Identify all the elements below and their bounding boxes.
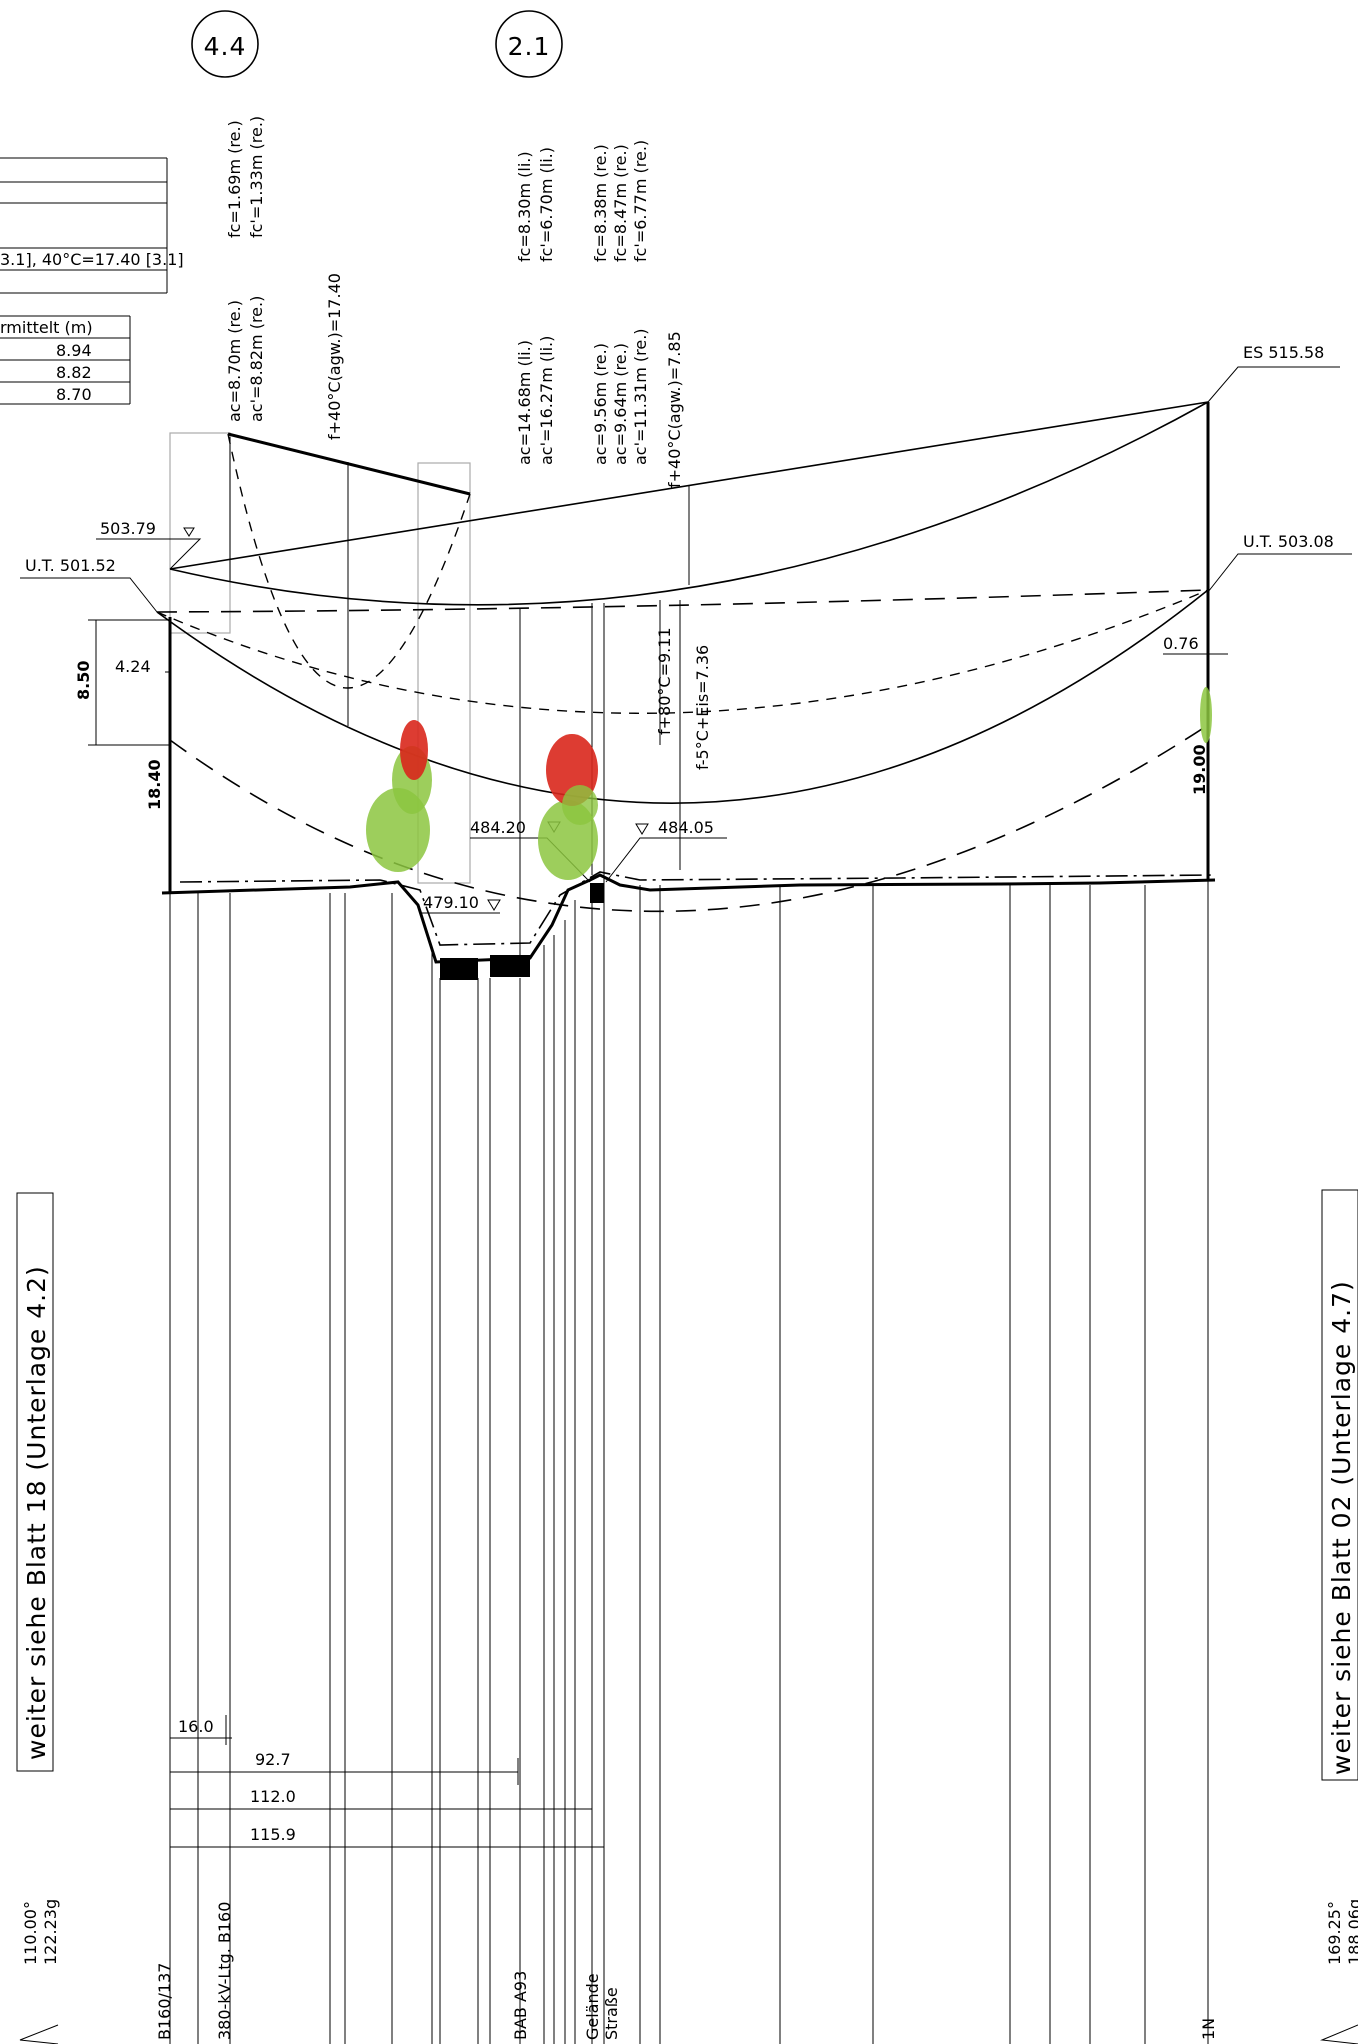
elevation-labels: ES 515.58 U.T. 503.08 503.79 U.T. 501.52… bbox=[20, 343, 1352, 914]
left-ac: ac=8.70m (re.) bbox=[225, 300, 244, 422]
table-value-2: 8.82 bbox=[56, 363, 92, 382]
clearance-box-right bbox=[417, 462, 471, 884]
marker-4-4: 4.4 bbox=[191, 10, 259, 78]
left-height-1: 8.50 bbox=[74, 661, 93, 700]
table-temp-row: 3.1], 40°C=17.40 [3.1] bbox=[0, 250, 184, 269]
side-note-right: weiter siehe Blatt 02 (Unterlage 4.7) bbox=[1321, 1189, 1358, 1781]
bottom-label-gelaende: Gelände bbox=[583, 1973, 602, 2040]
bottom-labels: B160/137 380-kV-Ltg. B160 BAB A93 Geländ… bbox=[155, 1902, 1218, 2040]
right-fc-re: fc=8.38m (re.) bbox=[591, 144, 610, 262]
road-elev-2: 484.05 bbox=[658, 818, 714, 837]
road-lane-right bbox=[490, 955, 530, 977]
clearance-box-left bbox=[169, 432, 231, 634]
bottom-label-1n: 1N bbox=[1199, 2018, 1218, 2040]
ground-profile bbox=[161, 871, 1216, 980]
left-fc-prime: fc'=1.33m (re.) bbox=[247, 116, 266, 238]
dimension-arrows bbox=[88, 437, 690, 955]
distance-3: 112.0 bbox=[250, 1787, 296, 1806]
angle-right-deg: 169.25° bbox=[1325, 1901, 1344, 1965]
tree-right-small bbox=[1200, 687, 1212, 743]
right-fc-re-2: fc=8.47m (re.) bbox=[611, 144, 630, 262]
sag-80-label: f+80°C=9.11 bbox=[655, 627, 674, 735]
ut-left-label: U.T. 501.52 bbox=[25, 556, 116, 575]
table-header: rmittelt (m) bbox=[0, 318, 93, 337]
right-ac-re: ac=9.56m (re.) bbox=[591, 343, 610, 465]
grid-lines bbox=[169, 880, 1209, 2044]
info-table: 3.1], 40°C=17.40 [3.1] rmittelt (m) 8.94… bbox=[0, 157, 184, 405]
angle-left-deg: 110.00° bbox=[21, 1901, 40, 1965]
right-ac-re-2: ac=9.64m (re.) bbox=[611, 343, 630, 465]
conductors bbox=[156, 401, 1209, 913]
tree-left bbox=[366, 720, 432, 872]
right-height: 19.00 bbox=[1190, 744, 1209, 795]
small-right-label: 0.76 bbox=[1163, 634, 1199, 653]
tree-right bbox=[538, 734, 598, 880]
table-value-1: 8.94 bbox=[56, 341, 92, 360]
angle-right-gon: 188.06g bbox=[1345, 1899, 1358, 1965]
angle-left: 110.00° 122.23g bbox=[19, 1899, 60, 2044]
left-offset-label: 4.24 bbox=[115, 657, 151, 676]
left-ac-prime: ac'=8.82m (re.) bbox=[247, 296, 266, 422]
sag-minus5-label: f-5°C+Eis=7.36 bbox=[693, 645, 712, 770]
angle-left-gon: 122.23g bbox=[41, 1899, 60, 1965]
bottom-label-ltg: 380-kV-Ltg. B160 bbox=[215, 1902, 234, 2040]
left-fc: fc=1.69m (re.) bbox=[225, 120, 244, 238]
distance-4: 115.9 bbox=[250, 1825, 296, 1844]
table-value-3: 8.70 bbox=[56, 385, 92, 404]
bottom-elev: 479.10 bbox=[423, 893, 479, 912]
road-elev-1: 484.20 bbox=[470, 818, 526, 837]
right-fc-prime-re: fc'=6.77m (re.) bbox=[631, 140, 650, 262]
right-sag-40: f+40°C(agw.)=7.85 bbox=[665, 331, 684, 488]
bottom-label-bab: BAB A93 bbox=[511, 1971, 530, 2040]
side-note-left-text: weiter siehe Blatt 18 (Unterlage 4.2) bbox=[22, 1265, 51, 1760]
angle-right: 169.25° 188.06g bbox=[1320, 1899, 1358, 2044]
marker-4-4-text: 4.4 bbox=[204, 32, 247, 61]
side-note-left: weiter siehe Blatt 18 (Unterlage 4.2) bbox=[16, 1192, 54, 1772]
ut-right-label: U.T. 503.08 bbox=[1243, 532, 1334, 551]
right-ac-prime-li: ac'=16.27m (li.) bbox=[537, 336, 556, 465]
left-top-label: 503.79 bbox=[100, 519, 156, 538]
es-right-label: ES 515.58 bbox=[1243, 343, 1324, 362]
distance-dimensions: 16.0 92.7 112.0 115.9 bbox=[170, 1715, 605, 1860]
marker-2-1-text: 2.1 bbox=[508, 32, 551, 61]
road-lane-left bbox=[440, 958, 478, 980]
right-fc-prime-li: fc'=6.70m (li.) bbox=[537, 147, 556, 262]
bottom-label-b160: B160/137 bbox=[155, 1963, 174, 2040]
right-ac-li: ac=14.68m (li.) bbox=[515, 340, 534, 465]
right-ac-prime-re: ac'=11.31m (re.) bbox=[631, 328, 650, 465]
distance-1: 16.0 bbox=[178, 1717, 214, 1736]
marker-2-1: 2.1 bbox=[495, 10, 563, 78]
distance-2: 92.7 bbox=[255, 1750, 291, 1769]
bottom-label-strasse: Straße bbox=[602, 1987, 621, 2040]
right-fc-li: fc=8.30m (li.) bbox=[515, 151, 534, 262]
side-note-right-text: weiter siehe Blatt 02 (Unterlage 4.7) bbox=[1327, 1280, 1356, 1775]
road-marker bbox=[590, 883, 604, 903]
left-sag-40: f+40°C(agw.)=17.40 bbox=[325, 273, 344, 440]
left-height-2: 18.40 bbox=[145, 759, 164, 810]
